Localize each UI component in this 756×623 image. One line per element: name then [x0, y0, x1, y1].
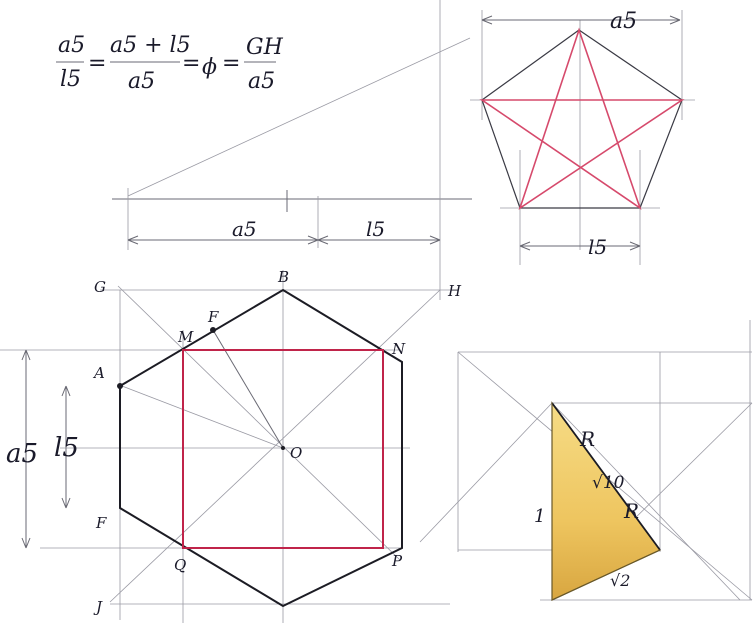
- tri-label-1: 1: [534, 506, 545, 527]
- triangle-base-side: [551, 549, 661, 601]
- pentagon-label-a5: a5: [610, 9, 637, 34]
- tri-diagonal-2: [419, 402, 553, 543]
- formula-frac1-denominator: l5: [60, 67, 81, 92]
- pentagon-dim-bottom-arrows: [519, 241, 641, 251]
- diagonal-construction-line: [127, 37, 471, 197]
- formula-frac2-numerator: a5 + l5: [110, 33, 191, 58]
- formula-phi: ϕ: [202, 55, 217, 80]
- point-F-top: [210, 327, 216, 333]
- tri-label-R1: R: [579, 427, 595, 451]
- golden-triangle: [551, 401, 661, 601]
- sqrt-triangle-construction: R √10 R 1 √2: [419, 320, 753, 601]
- formula-equals-3: =: [222, 51, 240, 76]
- segment-label-l5: l5: [366, 217, 385, 241]
- pentagram-star: [479, 27, 685, 211]
- hex-diagonal-HJ: [109, 289, 441, 603]
- label-H: H: [447, 282, 462, 300]
- hex-diagonal-GP: [117, 285, 401, 561]
- label-P: P: [391, 552, 403, 570]
- pentagon-label-l5: l5: [588, 235, 607, 259]
- formula-frac2-denominator: a5: [128, 69, 155, 94]
- hex-dim-a5-arrows: [21, 349, 31, 549]
- golden-segment-construction: a5 l5: [112, 0, 472, 300]
- tri-label-sqrt2: √2: [610, 571, 630, 590]
- label-O: O: [290, 444, 302, 462]
- formula-frac1-numerator: a5: [58, 33, 85, 58]
- hexagon-square-construction: a5 l5 G B H F M N A O F Q P J: [0, 268, 462, 623]
- pentagon-dim-top-arrows: [481, 15, 681, 25]
- dimension-arrows-a5: [127, 235, 319, 245]
- hex-radius-AO: [121, 385, 284, 449]
- formula-frac3-denominator: a5: [248, 69, 275, 94]
- label-J: J: [93, 598, 103, 616]
- point-O: [281, 446, 285, 450]
- label-N: N: [391, 340, 406, 358]
- label-B: B: [277, 268, 289, 286]
- hex-dim-l5-arrows: [61, 385, 71, 509]
- label-Q: Q: [174, 556, 186, 574]
- point-A: [117, 383, 123, 389]
- hex-label-a5: a5: [6, 439, 38, 469]
- golden-ratio-formula: a5 l5 = a5 + l5 a5 = ϕ = GH a5: [56, 33, 284, 94]
- pentagon-outline: [481, 29, 683, 209]
- label-F-top: F: [207, 308, 219, 326]
- tri-diagonal-4: [551, 402, 741, 601]
- label-M: M: [177, 328, 194, 346]
- segment-label-a5: a5: [232, 217, 257, 241]
- tri-label-sqrt10: √10: [592, 473, 625, 493]
- formula-frac3-numerator: GH: [246, 35, 284, 60]
- tri-label-R2: R: [623, 499, 639, 523]
- formula-equals-2: =: [182, 51, 200, 76]
- triangle-hypotenuse: [551, 402, 661, 551]
- inscribed-square: [182, 349, 384, 549]
- hex-label-l5: l5: [54, 433, 79, 463]
- label-G: G: [94, 278, 106, 296]
- label-A: A: [92, 364, 105, 382]
- label-F-left: F: [95, 514, 107, 532]
- formula-equals-1: =: [88, 51, 106, 76]
- dimension-arrows-l5: [317, 235, 441, 245]
- pentagon-star-construction: a5 l5: [470, 9, 695, 265]
